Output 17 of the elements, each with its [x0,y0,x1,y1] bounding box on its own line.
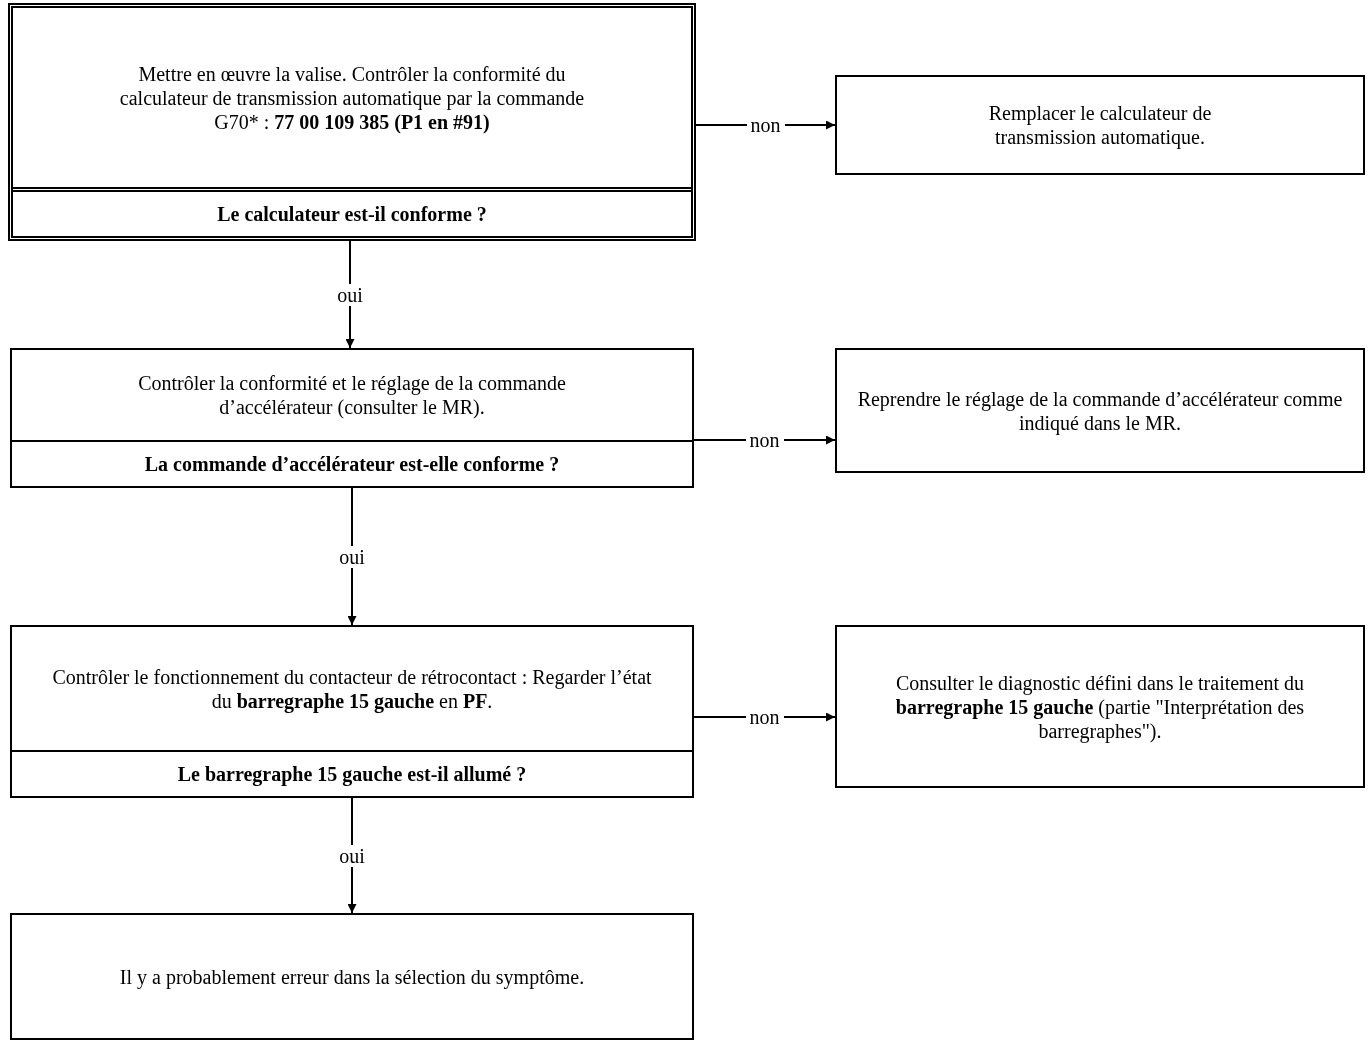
instruction-text: Reprendre le réglage de la commande d’accélérateur comme indiqué dans le MR. [857,386,1343,435]
question-text: La commande d’accélérateur est-elle conforme ? [144,452,560,476]
process-box [835,75,1365,175]
instruction-text: Remplacer le calculateur de transmission automatique. [987,101,1213,149]
process-box [10,348,694,488]
instruction-text: Contrôler le fonctionnement du contacteur de rétrocontact : Regarder l’état du barregraphe 15 gauche en PF. [52,664,652,713]
process-box [10,913,694,1040]
question-text: Le calculateur est-il conforme ? [217,202,487,226]
process-box [835,348,1365,473]
instruction-text: Contrôler la conformité et le réglage de la commande d’accélérateur (consulter le MR). [137,371,567,419]
process-box [8,3,696,241]
question-text: Le barregraphe 15 gauche est-il allumé ? [177,762,527,786]
instruction-text: Consulter le diagnostic défini dans le traitement du barregraphe 15 gauche (partie "Interprétation des barregraphes"). [894,670,1306,743]
process-box [835,625,1365,788]
process-box [10,625,694,798]
instruction-text: Mettre en œuvre la valise. Contrôler la conformité du calculateur de transmission automatique par la commande G70* : 77 00 109 385 (P1 en #91) [118,61,586,134]
instruction-text: Il y a probablement erreur dans la sélection du symptôme. [119,964,585,989]
